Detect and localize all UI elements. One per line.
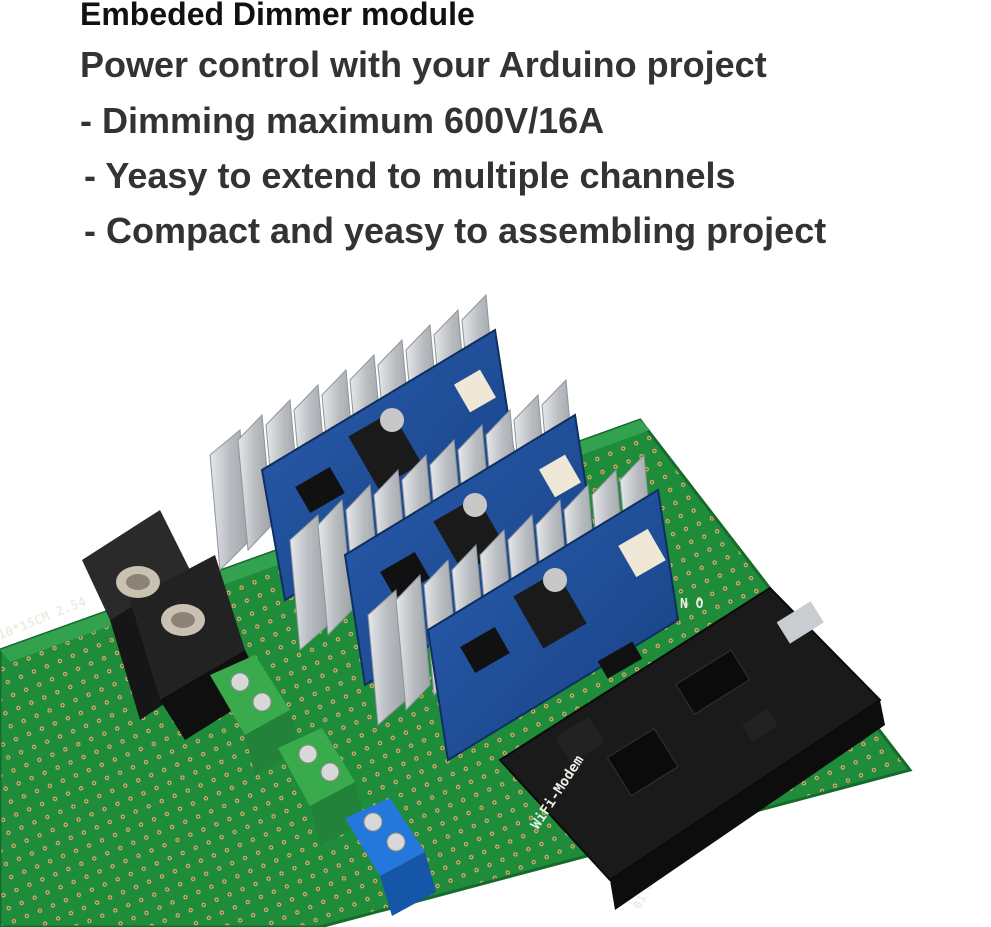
product-title: Embeded Dimmer module — [80, 0, 475, 32]
feature-line-3: - Compact and yeasy to assembling projec… — [84, 210, 827, 251]
screw-terminal-green-2 — [278, 728, 366, 846]
product-subtitle: Power control with your Arduino project — [80, 44, 767, 85]
pcb-corner-marks: N O — [680, 597, 704, 612]
wifi-mcu-board — [498, 586, 885, 910]
feature-line-1: - Dimming maximum 600V/16A — [80, 100, 605, 141]
screw-terminal-blue — [345, 798, 436, 916]
dimmer-module-3 — [367, 453, 680, 762]
feature-line-2: - Yeasy to extend to multiple channels — [84, 155, 736, 196]
screw-terminal-green-1 — [210, 655, 300, 775]
product-photo: 10*15CM 2.54 N O 01 02 03 04 05 06 07 08… — [0, 293, 913, 927]
